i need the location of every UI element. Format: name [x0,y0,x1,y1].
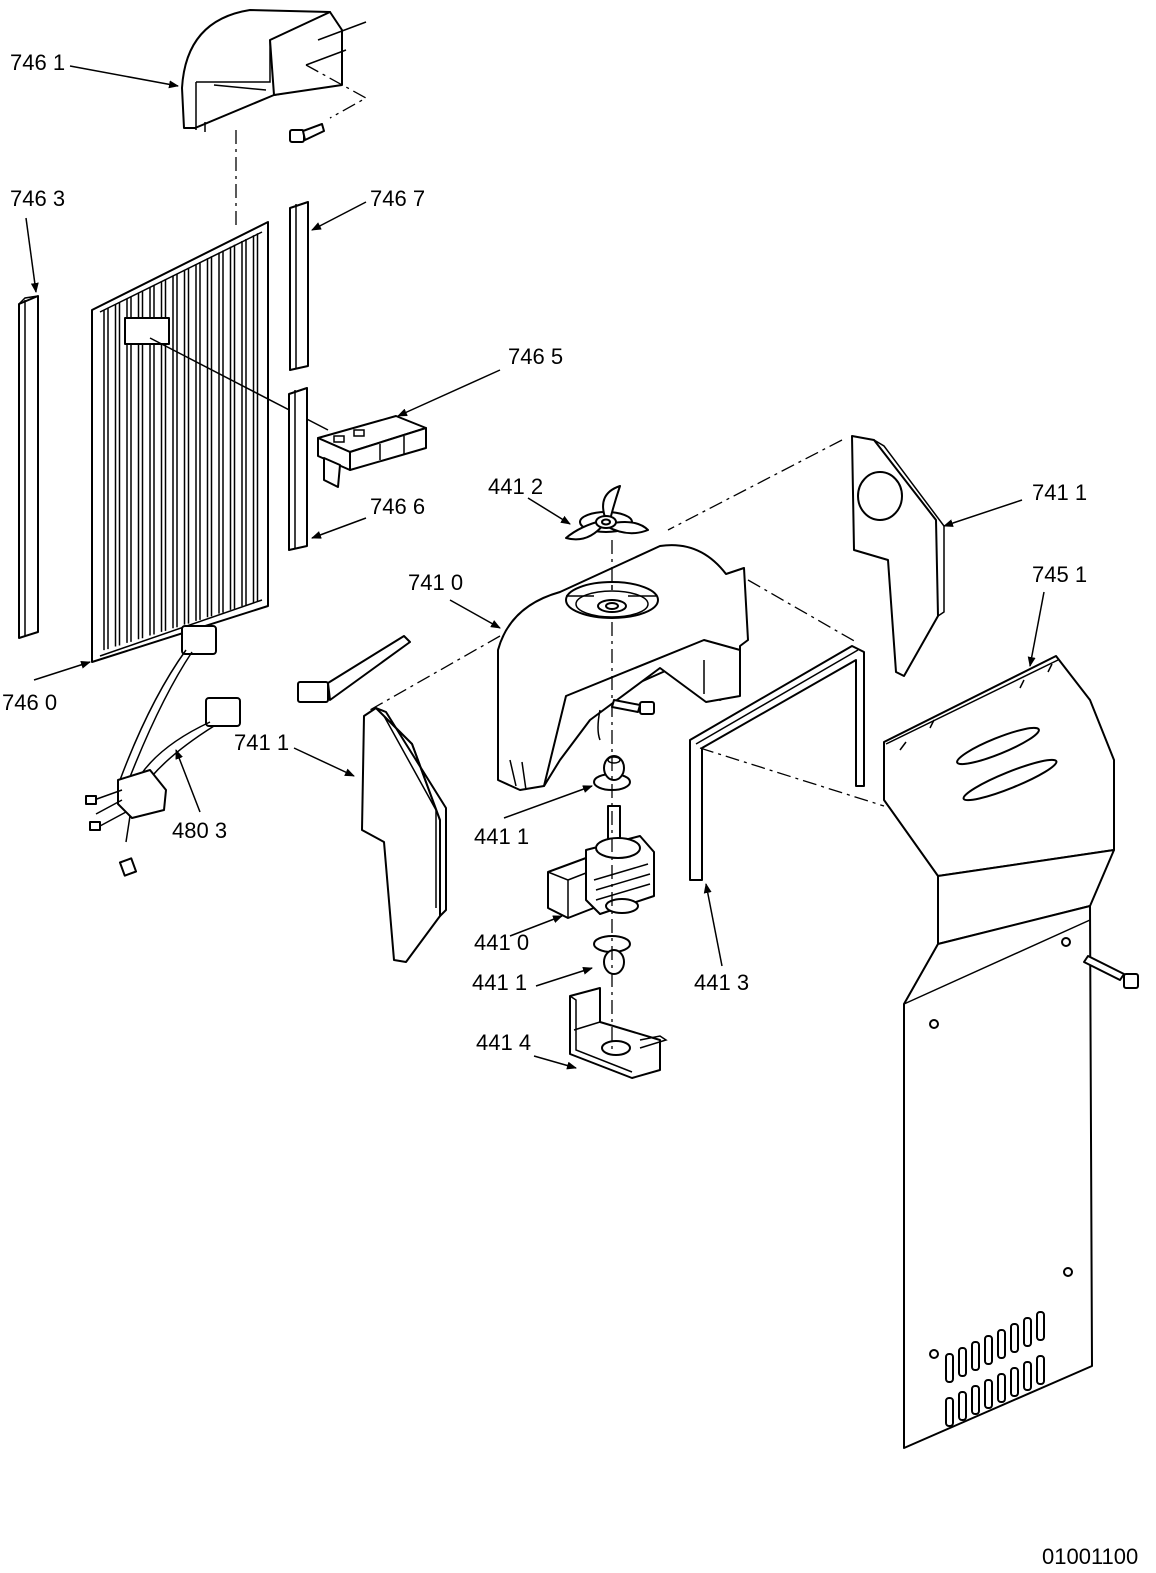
grille-bar [183,267,190,625]
label-441-4: 441 4 [476,1030,531,1055]
label-741-0: 741 0 [408,570,463,595]
cable-tie [297,635,411,703]
part-746-3-left-strip [18,295,39,639]
vent-slot [984,1335,993,1365]
part-745-1-rear-cover [883,655,1115,1449]
label-441-3: 441 3 [694,970,749,995]
grille-bar [252,233,259,603]
grille-bar [218,250,224,614]
part-441-4-motor-bracket [569,987,668,1079]
label-746-0: 746 0 [2,690,57,715]
part-441-1-upper-bushing [593,755,631,791]
part-741-0-fan-shroud [497,544,749,791]
label-746-7: 746 7 [370,186,425,211]
label-746-1: 746 1 [10,50,65,75]
grille-bar [195,262,201,621]
label-441-2: 441 2 [488,474,543,499]
grille-bar [172,273,178,629]
vent-slot [997,1329,1006,1359]
grille-bar [126,296,132,643]
label-746-3: 746 3 [10,186,65,211]
vent-slot [958,1391,967,1421]
part-441-3-u-channel [689,645,865,881]
grille-bar [137,290,144,640]
screw-741-0 [611,699,655,715]
vent-slot [1023,1361,1032,1391]
label-746-6: 746 6 [370,494,425,519]
part-741-1-right-panel [851,435,945,677]
part-746-0-grille [91,221,329,663]
screw-745-1 [1083,955,1139,989]
vent-slot [1036,1355,1045,1385]
grille-bar [229,244,236,610]
label-480-3: 480 3 [172,818,227,843]
vent-slot [971,1385,980,1415]
grille-bar [241,239,247,607]
part-480-3-wiring-harness [85,625,241,877]
part-746-6-lower-strip [288,387,308,551]
vent-slot [958,1347,967,1377]
part-746-1-top-cover [181,9,368,132]
vent-slot [945,1353,954,1383]
leader-lines [25,65,1045,1070]
screw-746-1 [289,123,325,143]
label-741-1-left: 741 1 [234,730,289,755]
vent-slot [945,1397,954,1427]
vent-slot [984,1379,993,1409]
callout-labels: 746 1 746 3 746 7 746 5 746 6 746 0 441 … [2,50,1138,1569]
vent-slot [1023,1317,1032,1347]
part-746-5-bracket [317,415,427,488]
vent-slot [1036,1311,1045,1341]
grille-bar [103,308,109,651]
part-441-2-fan-blade [565,485,649,541]
alignment-lines [369,439,885,1050]
label-441-0: 441 0 [474,930,529,955]
grille-bar [114,302,121,647]
part-441-0-fan-motor [547,805,655,919]
part-741-1-left-panel [361,707,447,963]
vent-slot [1010,1323,1019,1353]
label-745-1: 745 1 [1032,562,1087,587]
vent-slot [1010,1367,1019,1397]
vent-slot [997,1373,1006,1403]
label-441-1-lower: 441 1 [472,970,527,995]
label-741-1-right: 741 1 [1032,480,1087,505]
part-441-1-lower-bushing [593,935,631,975]
label-441-1-upper: 441 1 [474,824,529,849]
part-746-7-upper-strip [289,201,309,371]
label-746-5: 746 5 [508,344,563,369]
drawing-number: 01001100 [1042,1544,1138,1569]
grille-bar [206,256,213,618]
vent-slot [971,1341,980,1371]
